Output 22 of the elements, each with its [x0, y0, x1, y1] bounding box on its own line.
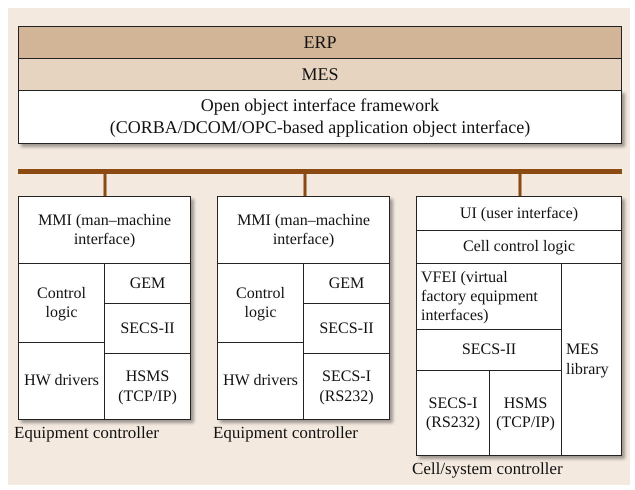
- connector-line: [104, 174, 106, 196]
- module-box: UI (user interface): [416, 196, 622, 231]
- layer-text: Open object interface framework: [200, 95, 440, 117]
- controller-label: Cell/system controller: [412, 459, 563, 480]
- bus-bar: [18, 169, 622, 174]
- module-box: HSMS (TCP/IP): [104, 353, 191, 420]
- layer-band: MES: [18, 58, 622, 91]
- module-box: MMI (man–machine interface): [18, 196, 191, 264]
- controller-label: Equipment controller: [14, 423, 159, 444]
- layer-text: (CORBA/DCOM/OPC-based application object interface): [110, 117, 530, 139]
- module-box: HW drivers: [18, 342, 105, 420]
- controller-label: Equipment controller: [213, 423, 358, 444]
- module-box: SECS-I (RS232): [303, 353, 390, 420]
- layer-band: [18, 90, 622, 144]
- module-box: SECS-I (RS232): [416, 370, 490, 456]
- connector-line: [304, 174, 306, 196]
- layer-band: ERP: [18, 26, 622, 59]
- module-box: MMI (man–machine interface): [217, 196, 390, 264]
- module-box: HW drivers: [217, 342, 304, 420]
- module-box: Cell control logic: [416, 230, 622, 264]
- module-box: MES library: [561, 263, 622, 456]
- connector-line: [518, 174, 522, 196]
